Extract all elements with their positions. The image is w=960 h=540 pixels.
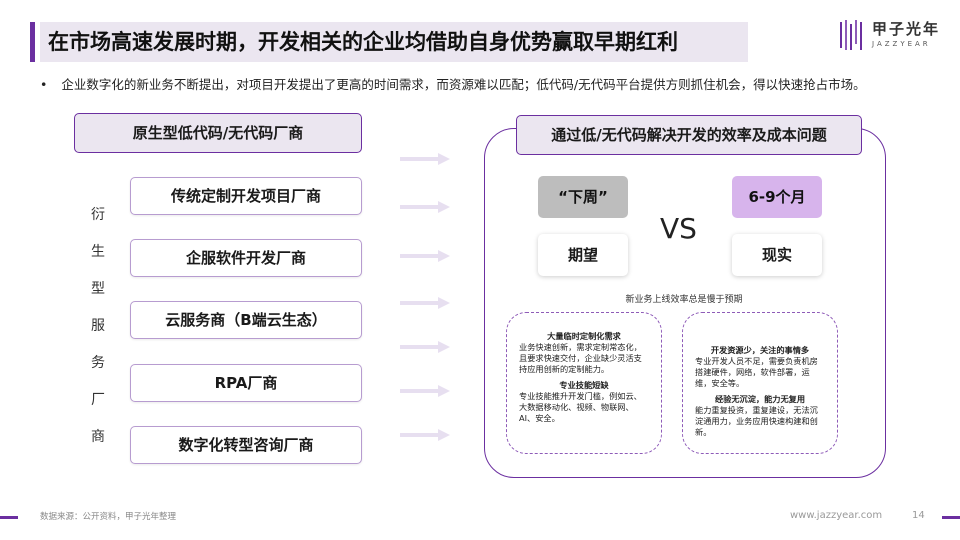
vertical-char: 务 [91, 355, 105, 371]
vs-label: VS [660, 212, 697, 245]
reality-value: 6-9个月 [732, 176, 822, 218]
footer-accent-left [0, 516, 18, 519]
data-source: 数据来源：公开资料，甲子光年整理 [40, 512, 177, 522]
arrow-right-icon [400, 153, 450, 165]
right-header: 通过低/无代码解决开发的效率及成本问题 [516, 115, 862, 155]
problem-box-right: 开发资源少，关注的事情多 专业开发人员不足，需要负责机房搭建硬件，网络，软件部署… [682, 312, 838, 454]
vertical-char: 商 [91, 429, 105, 445]
page-title: 在市场高速发展时期，开发相关的企业均借助自身优势赢取早期红利 [40, 22, 748, 62]
problem-text: 专业技能推升开发门槛，例如云、大数据移动化、视频、物联网、AI、安全。 [519, 391, 642, 423]
logo-subtitle: JAZZYEAR [872, 40, 931, 48]
problem-heading: 大量临时定制化需求 [547, 331, 621, 341]
efficiency-note: 新业务上线效率总是慢于预期 [625, 295, 743, 305]
vertical-char: 型 [91, 281, 105, 297]
problem-heading: 经验无沉淀，能力无复用 [714, 394, 806, 404]
bullet-content: 企业数字化的新业务不断提出，对项目开发提出了更高的时间需求，而资源难以匹配；低代… [61, 77, 866, 92]
vertical-char: 厂 [91, 392, 105, 408]
logo-icon [840, 20, 862, 50]
vertical-char: 生 [91, 244, 105, 260]
title-accent-bar [30, 22, 35, 62]
arrow-right-icon [400, 201, 450, 213]
page-number: 14 [912, 510, 925, 521]
problem-heading: 专业技能短缺 [559, 380, 609, 390]
footer-accent-right [942, 516, 960, 519]
vertical-label: 衍 生 型 服 务 厂 商 [88, 204, 108, 463]
vendor-item: 传统定制开发项目厂商 [130, 177, 362, 215]
vertical-char: 衍 [91, 207, 105, 223]
logo-name: 甲子光年 [872, 20, 941, 38]
problem-text: 专业开发人员不足，需要负责机房搭建硬件，网络，软件部署，运维，安全等。 [695, 356, 818, 388]
bullet-text: • 企业数字化的新业务不断提出，对项目开发提出了更高的时间需求，而资源难以匹配；低… [40, 74, 866, 93]
problem-text: 能力重复投资，重复建设，无法沉淀通用力，业务应用快速构建和创新。 [695, 405, 818, 437]
expect-label: 期望 [538, 234, 628, 276]
website-link[interactable]: www.jazzyear.com [790, 510, 883, 521]
problem-text: 业务快速创新，需求定制常态化，且要求快速交付，企业缺少灵活支持应用创新的定制能力… [519, 342, 642, 374]
reality-label: 现实 [732, 234, 822, 276]
arrow-right-icon [400, 385, 450, 397]
expect-value: “下周” [538, 176, 628, 218]
arrow-right-icon [400, 250, 450, 262]
arrow-right-icon [400, 429, 450, 441]
vendor-item: 云服务商（B端云生态） [130, 301, 362, 339]
bullet-dot-icon: • [40, 77, 48, 92]
problem-heading: 开发资源少，关注的事情多 [710, 345, 810, 355]
left-header: 原生型低代码/无代码厂商 [74, 113, 362, 153]
vendor-item: RPA厂商 [130, 364, 362, 402]
vendor-item: 企服软件开发厂商 [130, 239, 362, 277]
vendor-item: 数字化转型咨询厂商 [130, 426, 362, 464]
arrow-right-icon [400, 341, 450, 353]
vertical-char: 服 [91, 318, 105, 334]
arrow-right-icon [400, 297, 450, 309]
problem-box-left: 大量临时定制化需求 业务快速创新，需求定制常态化，且要求快速交付，企业缺少灵活支… [506, 312, 662, 454]
